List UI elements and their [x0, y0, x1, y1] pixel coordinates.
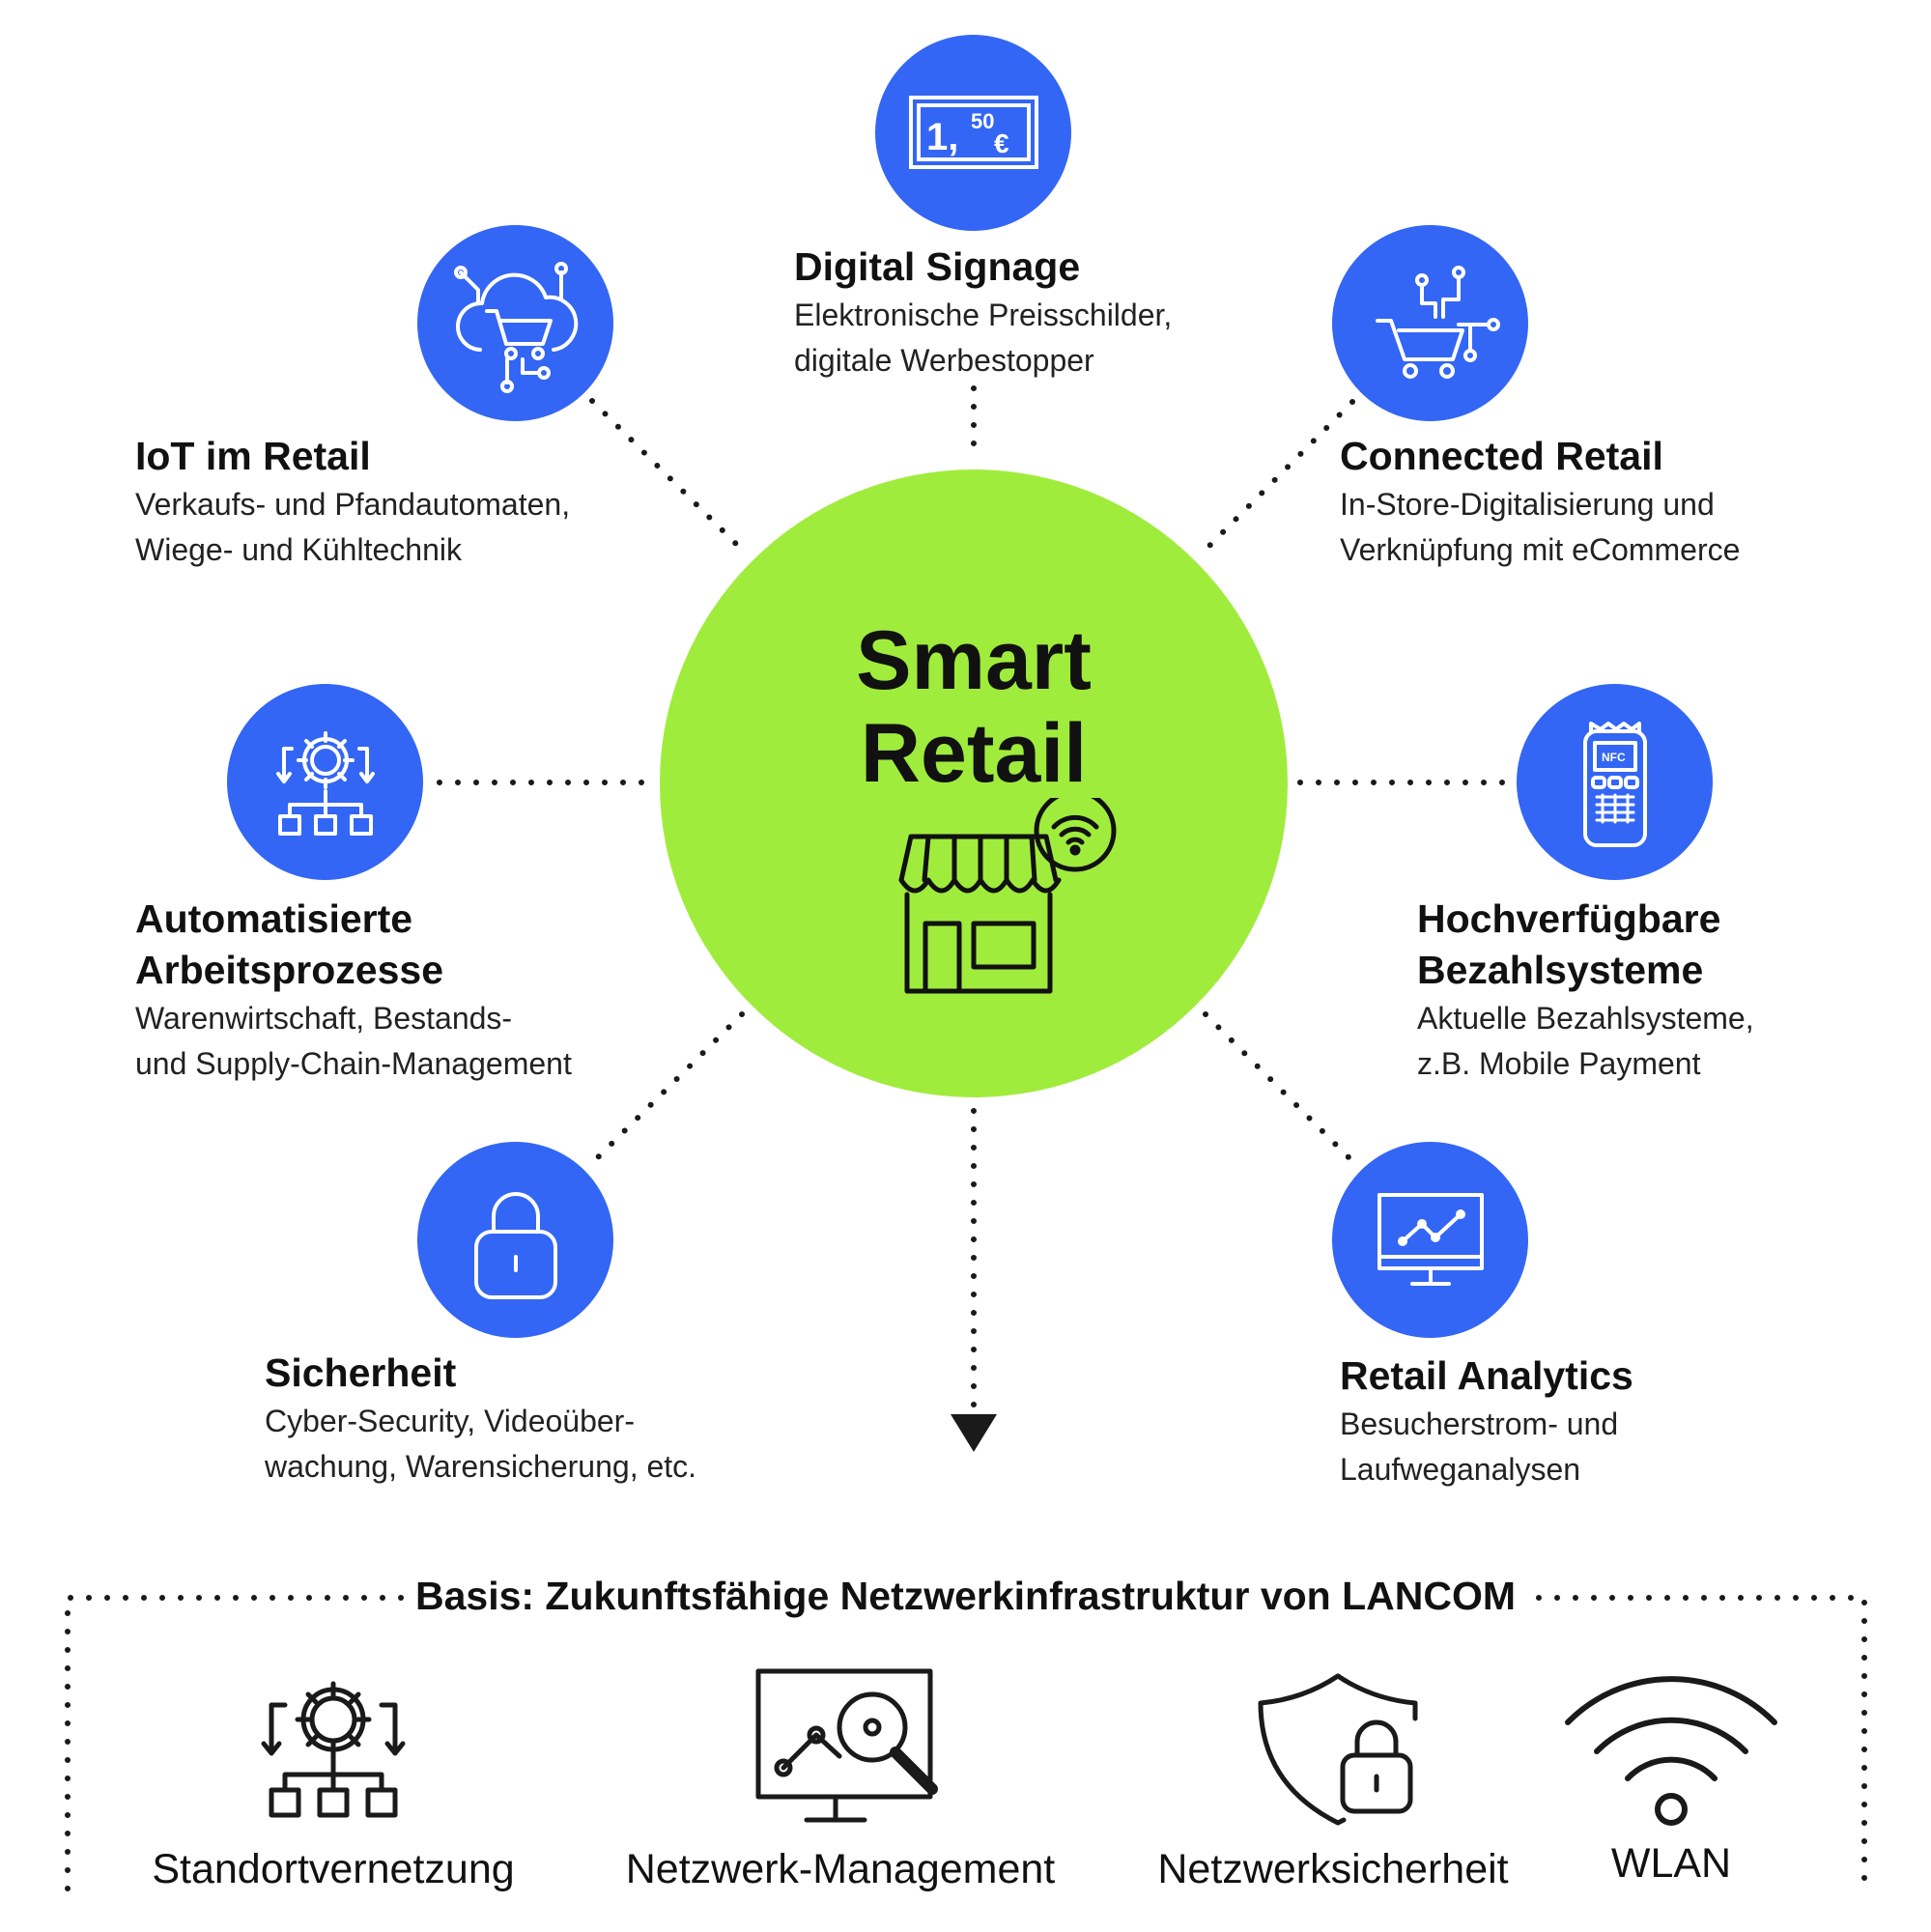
storefront-wifi-icon	[898, 798, 1117, 994]
wifi-icon	[1565, 1676, 1777, 1826]
connector-bottom-left	[591, 1011, 745, 1164]
cloud-cart-icon	[453, 261, 578, 393]
basis-frame	[65, 1595, 1867, 1891]
title: Digital Signage	[794, 244, 1081, 289]
connector-top-left	[589, 398, 745, 553]
gear-network-icon	[275, 730, 375, 836]
gear-network-icon	[261, 1681, 406, 1818]
connector-bottom-right	[1203, 1011, 1355, 1164]
arrow-down-icon	[951, 1414, 997, 1452]
monitor-chart-icon	[1377, 1192, 1484, 1286]
label-connected-retail: Connected Retail In-Store-Digitalisierun…	[1340, 434, 1741, 567]
connector-top-right	[1203, 399, 1355, 553]
svg-text:€: €	[994, 128, 1009, 158]
monitor-magnifier-icon	[755, 1668, 938, 1823]
basis-label-netzwerksicherheit: Netzwerksicherheit	[1157, 1846, 1509, 1892]
basis-label-standortvernetzung: Standortvernetzung	[152, 1846, 515, 1892]
svg-text:NFC: NFC	[1602, 751, 1626, 764]
cart-circuit-icon	[1375, 265, 1500, 379]
circle-security	[417, 1142, 613, 1338]
label-iot: IoT im Retail Verkaufs- und Pfandautomat…	[135, 434, 571, 567]
center-title: Smart Retail	[856, 614, 1092, 800]
basis-label-netzwerk-management: Netzwerk-Management	[625, 1846, 1056, 1892]
basis-label-wlan: WLAN	[1610, 1840, 1732, 1887]
svg-text:50: 50	[971, 109, 994, 133]
payment-terminal-icon: NFC	[1582, 721, 1647, 847]
label-digital-signage: Digital Signage Elektronische Preisschil…	[794, 242, 1172, 384]
circle-connected-retail	[1332, 225, 1528, 421]
circle-iot	[417, 225, 613, 421]
center-smart-retail: Smart Retail	[660, 469, 1288, 1097]
circle-digital-signage: 1, 50 €	[875, 35, 1071, 231]
basis-title: Basis: Zukunftsfähige Netzwerkinfrastruk…	[0, 1572, 1931, 1620]
label-security: Sicherheit Cyber-Security, Videoüber-wac…	[265, 1350, 697, 1484]
price-tag-icon: 1, 50 €	[908, 95, 1038, 169]
svg-text:1,: 1,	[926, 116, 958, 158]
circle-automated-processes	[227, 684, 423, 880]
circle-payment-systems: NFC	[1517, 684, 1713, 880]
circle-retail-analytics	[1332, 1142, 1528, 1338]
shield-lock-icon	[1258, 1673, 1418, 1826]
padlock-icon	[473, 1191, 557, 1299]
